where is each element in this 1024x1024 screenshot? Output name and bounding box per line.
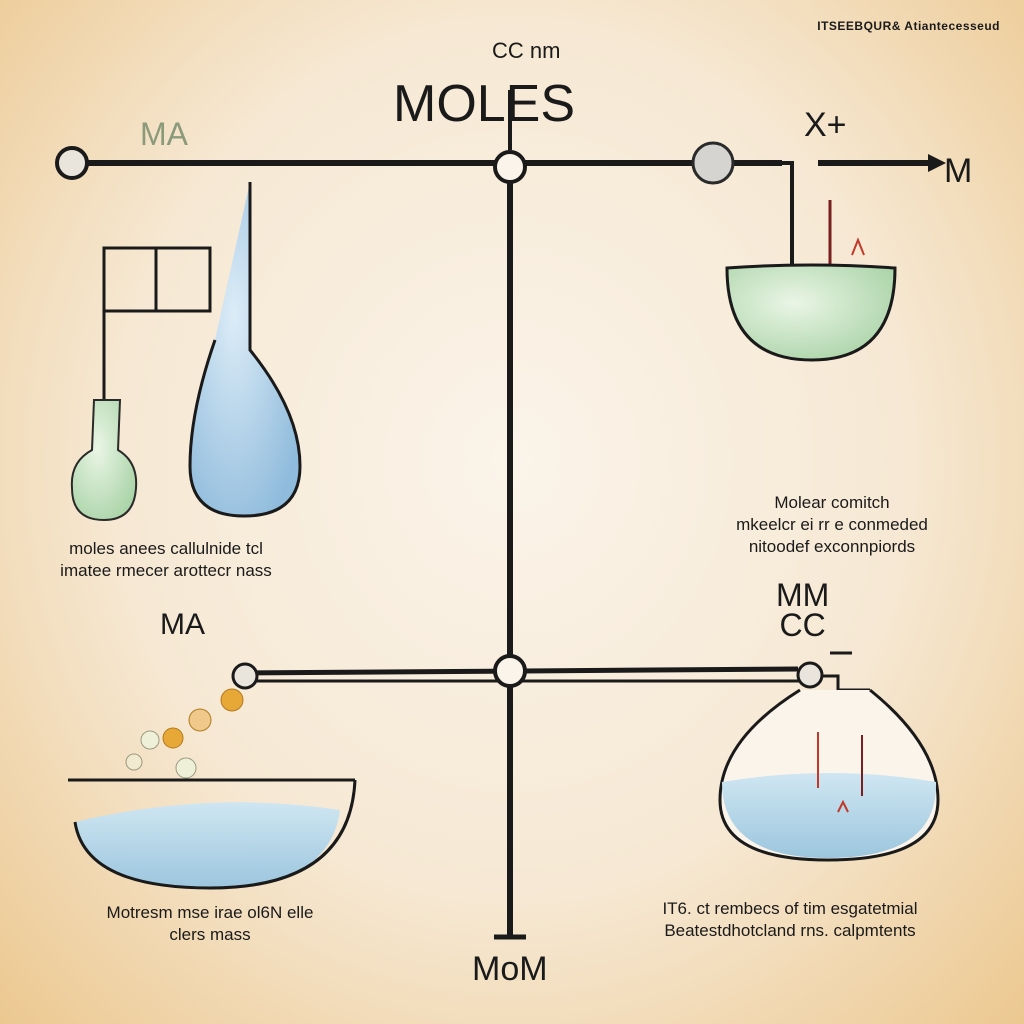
right-hanger	[780, 161, 794, 265]
bottom-right-liquid	[722, 773, 937, 858]
caption-bottom-left-line1: Motresm mse irae ol6N elle	[106, 903, 314, 922]
page-title: MOLES	[393, 75, 576, 133]
bead	[140, 730, 160, 750]
bead	[175, 757, 197, 779]
top-right-knob	[691, 141, 735, 185]
caption-right-line1: Molear comitch	[774, 493, 890, 512]
small-flask	[70, 399, 138, 522]
label-bottom-center: MoM	[472, 950, 548, 988]
label-mm-cc: MM CC	[776, 577, 830, 644]
tall-flask	[188, 182, 302, 518]
bottom-pivot	[493, 654, 527, 688]
caption-bottom-right: IT6. ct rembecs of tim esgatetmial Beate…	[640, 898, 940, 942]
page-subtitle: CC nm	[492, 38, 561, 63]
bottom-left-knob	[231, 662, 259, 690]
top-pivot	[493, 150, 527, 184]
bead	[188, 708, 212, 732]
bottom-left-basin	[75, 802, 340, 888]
bead	[220, 688, 244, 712]
caption-bottom-left: Motresm mse irae ol6N elle clers mass	[80, 902, 340, 946]
label-ma-mid: MA	[160, 608, 205, 641]
caption-left-line1: moles anees callulnide tcl	[69, 539, 263, 558]
label-m-right: M	[944, 152, 973, 190]
label-mm: MM	[776, 577, 830, 613]
caption-right-line3: nitoodef exconnpiords	[748, 537, 916, 557]
right-dish	[725, 263, 897, 362]
right-bottom-hanger	[822, 674, 870, 692]
label-ma-top: MA	[140, 116, 188, 152]
caption-right: Molear comitch mkeelcr ei rr e conmeded …	[722, 492, 942, 558]
caption-right-line2: mkeelcr ei rr e conmeded	[736, 515, 928, 535]
bead	[162, 727, 184, 749]
bottom-right-knob	[796, 661, 824, 689]
top-beam-arrowhead	[928, 154, 946, 172]
corner-watermark: ITSEEBQUR& Atiantecesseud	[817, 19, 1000, 33]
top-left-knob	[55, 146, 89, 180]
right-red-arrow	[851, 237, 865, 256]
caption-bottom-left-line2: clers mass	[169, 925, 251, 945]
caption-left: moles anees callulnide tcl imatee rmecer…	[36, 538, 296, 582]
bead	[125, 753, 143, 771]
basin-outline	[73, 779, 357, 890]
flask-arrow-mark	[837, 799, 849, 813]
label-x-plus: X+	[804, 106, 847, 144]
caption-bottom-right-line2: Beatestdhotcland rns. calpmtents	[664, 921, 916, 941]
caption-bottom-right-line1: IT6. ct rembecs of tim esgatetmial	[662, 899, 918, 918]
caption-left-line2: imatee rmecer arottecr nass	[60, 561, 272, 581]
label-cc: CC	[779, 607, 826, 644]
